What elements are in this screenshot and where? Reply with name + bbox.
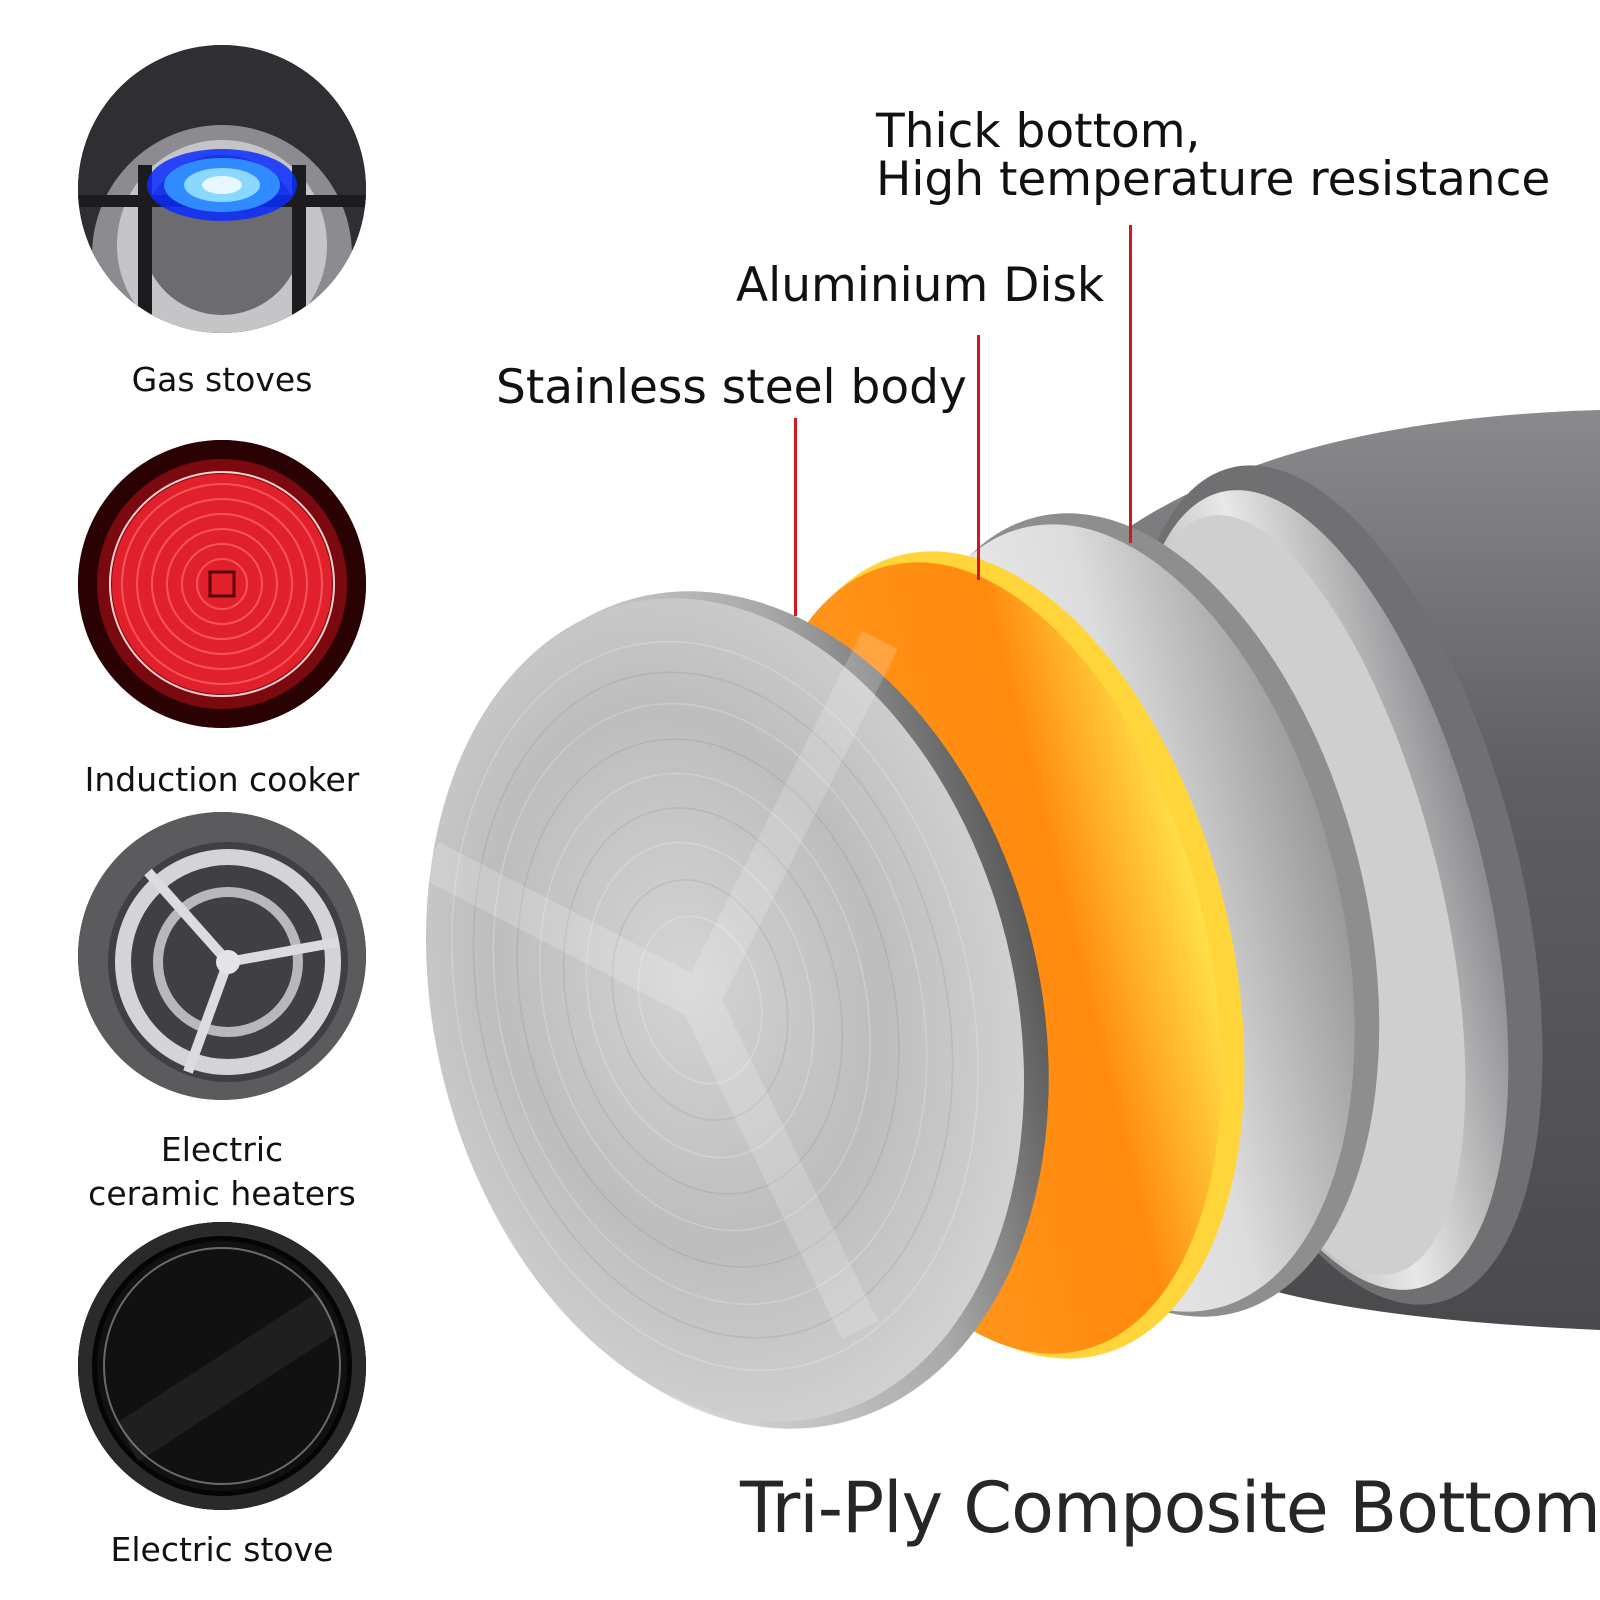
leader-line-stainless: [794, 418, 797, 616]
page-title: Tri-Ply Composite Bottom: [740, 1467, 1600, 1549]
leader-line-aluminium: [977, 335, 980, 580]
callout-thick-bottom: Thick bottom, High temperature resistanc…: [876, 108, 1550, 204]
cooktop-label-gas: Gas stoves: [131, 360, 313, 399]
callout-thick-bottom-text: Thick bottom, High temperature resistanc…: [876, 104, 1551, 207]
cooktop-label-ceramic: Electric ceramic heaters: [88, 1130, 356, 1213]
callout-stainless-body: Stainless steel body: [496, 360, 967, 415]
cooktop-label-induction: Induction cooker: [84, 760, 360, 799]
cooktop-label-electric-stove: Electric stove: [110, 1530, 334, 1569]
leader-line-thick-bottom: [1129, 225, 1132, 543]
gas-burner-icon: [78, 45, 366, 333]
induction-coil-icon: [78, 440, 366, 728]
ceramic-heater-icon: [78, 812, 366, 1100]
glass-cooktop-icon: [78, 1222, 366, 1510]
callout-aluminium-disk: Aluminium Disk: [736, 258, 1105, 313]
